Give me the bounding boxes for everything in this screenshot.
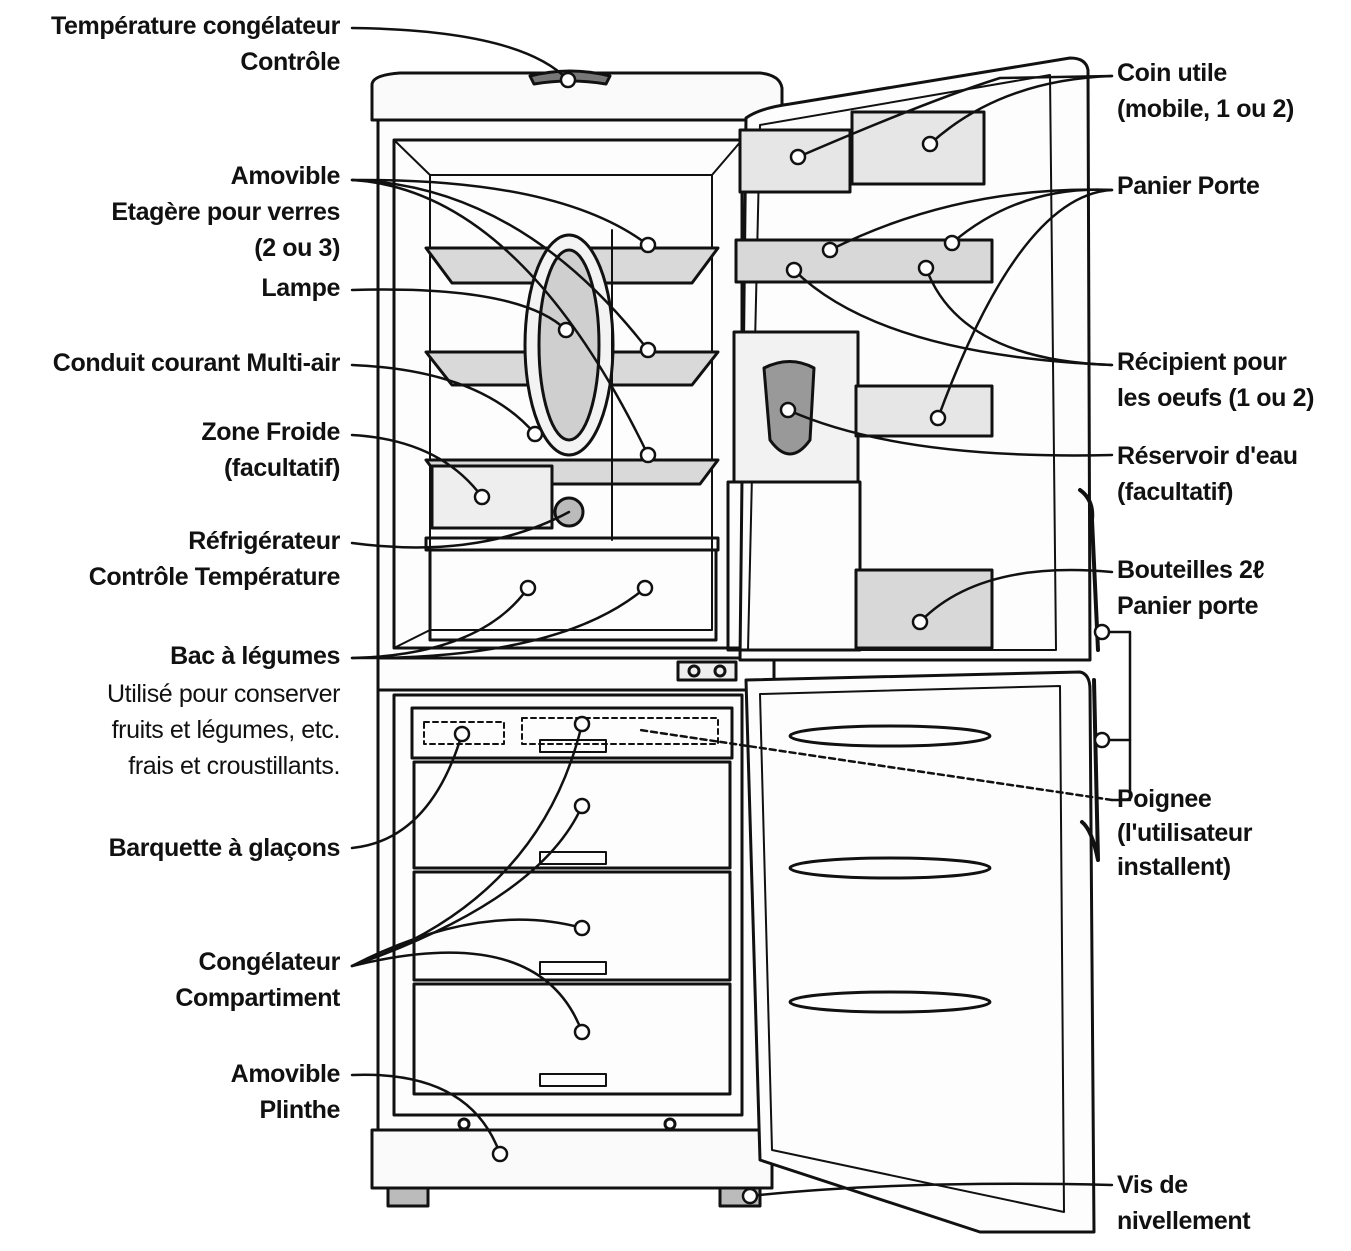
fridge-inner-panel <box>429 174 713 631</box>
freezer-interior <box>392 693 744 1117</box>
callout-dot <box>519 579 537 597</box>
callout-dot <box>557 321 575 339</box>
callout-dot <box>636 579 654 597</box>
freezer-drawer-3 <box>412 982 732 1096</box>
cabinet <box>370 69 784 1208</box>
freezer-drawer-2 <box>412 870 732 982</box>
callout-dot <box>929 409 947 427</box>
label-multi-air-duct: Conduit courant Multi-air <box>52 349 341 377</box>
label-egg-container: Récipient pour les oeufs (1 ou 2) <box>1117 348 1315 412</box>
callout-dot <box>573 919 591 937</box>
label-fridge-temp-control: Réfrigérateur Contrôle Température <box>88 527 341 591</box>
callout-dot <box>911 613 929 631</box>
label-door-basket: Panier Porte <box>1117 172 1260 200</box>
callout-dot <box>559 71 577 89</box>
water-dispenser-base <box>726 480 862 652</box>
lamp-cover <box>537 248 601 442</box>
leader-lines <box>350 26 1132 1198</box>
callout-dot <box>526 425 544 443</box>
label-bottle-basket: Bouteilles 2ℓ Panier porte <box>1117 556 1265 620</box>
callout-dot <box>921 135 939 153</box>
label-freezer-temp-control: Température congélateur Contrôle <box>50 12 340 76</box>
label-utility-corner: Coin utile (mobile, 1 ou 2) <box>1117 59 1294 123</box>
label-freezer-compartment: Congélateur Compartiment <box>175 948 340 1012</box>
callout-dot <box>639 341 657 359</box>
callout-dot <box>1093 623 1111 641</box>
label-removable-glass-shelf: Amovible Etagère pour verres (2 ou 3) <box>111 162 340 262</box>
callout-dots <box>453 71 1111 1205</box>
egg-container <box>854 384 994 438</box>
utility-corner-right <box>850 110 986 186</box>
door-rack-3 <box>788 990 992 1014</box>
label-ice-tray: Barquette à glaçons <box>108 834 341 862</box>
cabinet-top-cap <box>370 71 784 122</box>
label-lamp: Lampe <box>261 274 340 302</box>
callout-dot <box>741 1187 759 1205</box>
callout-dot <box>639 446 657 464</box>
label-handle: Poignee (l'utilisateur installent) <box>1117 785 1253 881</box>
hinge-bracket <box>676 660 738 682</box>
door-rack-1 <box>788 724 992 748</box>
callout-dot <box>821 241 839 259</box>
label-vegetable-bin: Bac à légumes <box>170 642 340 670</box>
callout-dot <box>473 488 491 506</box>
label-cold-zone: Zone Froide (facultatif) <box>201 418 340 482</box>
fridge-door <box>726 56 1100 662</box>
door-rack-2 <box>788 856 992 880</box>
freezer-door <box>744 670 1100 1234</box>
callout-dot <box>453 725 471 743</box>
label-water-tank: Réservoir d'eau (facultatif) <box>1117 442 1298 506</box>
callout-dot <box>917 259 935 277</box>
left-foot <box>386 1186 430 1208</box>
callout-dot <box>1093 731 1111 749</box>
callout-dot <box>639 236 657 254</box>
cold-zone-box <box>430 464 554 530</box>
callout-dot <box>573 1023 591 1041</box>
callout-dot <box>491 1145 509 1163</box>
freezer-handle <box>1080 678 1100 862</box>
callout-dot <box>779 401 797 419</box>
callout-dot <box>943 234 961 252</box>
callout-dot <box>573 715 591 733</box>
label-leveling-screw: Vis de nivellement <box>1117 1171 1251 1235</box>
plinth <box>370 1128 774 1190</box>
callout-dot <box>789 148 807 166</box>
bottle-basket <box>854 568 994 650</box>
label-removable-plinth: Amovible Plinthe <box>230 1060 341 1124</box>
fridge-handle <box>1078 488 1100 652</box>
vegetable-bin-drawer <box>428 548 718 642</box>
callout-dot <box>785 261 803 279</box>
vegetable-bin-note: Utilisé pour conserver fruits et légumes… <box>107 680 340 780</box>
callout-dot <box>573 797 591 815</box>
